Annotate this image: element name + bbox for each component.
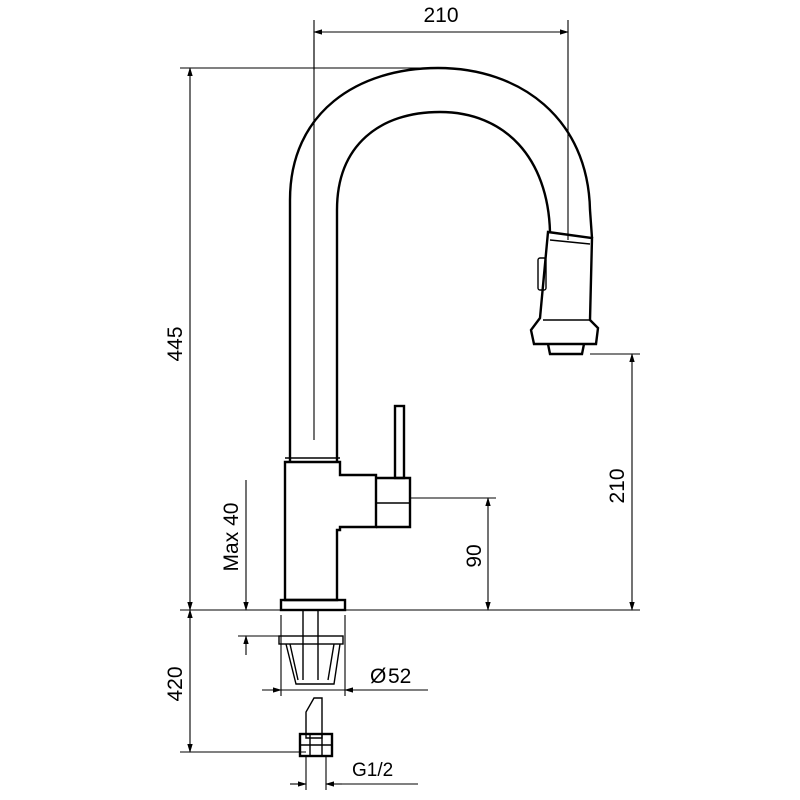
- dimension-lines: [180, 20, 640, 790]
- hose-tail: [305, 697, 323, 739]
- spout-inner: [335, 110, 552, 462]
- lever-stem: [393, 404, 406, 480]
- handle-height-label: 90: [463, 544, 486, 567]
- mount-studs: [289, 610, 335, 681]
- dimension-labels: 210 445 210 90 Max 40 420 Ø 52 G1/2: [164, 4, 629, 781]
- spray-nozzle: [546, 343, 586, 356]
- deck-thickness-label: Max 40: [220, 503, 243, 572]
- outlet-height-label: 210: [606, 468, 629, 503]
- spray-head: [529, 230, 600, 346]
- diameter-symbol: Ø: [370, 665, 386, 688]
- mount-washer: [278, 635, 344, 645]
- faucet-body: [283, 460, 378, 602]
- faucet-outline: [278, 40, 600, 758]
- thread-label: G1/2: [352, 760, 393, 781]
- spray-button: [537, 257, 547, 291]
- spout-reach-label: 210: [423, 4, 458, 27]
- spray-head-collar: [549, 239, 591, 245]
- base-plate: [279, 598, 347, 612]
- mount-nut: [285, 643, 341, 685]
- hose-length-label: 420: [164, 666, 187, 701]
- base-diameter-label: 52: [388, 665, 411, 688]
- hose-nut-flats: [300, 734, 332, 756]
- total-height-label: 445: [164, 326, 187, 361]
